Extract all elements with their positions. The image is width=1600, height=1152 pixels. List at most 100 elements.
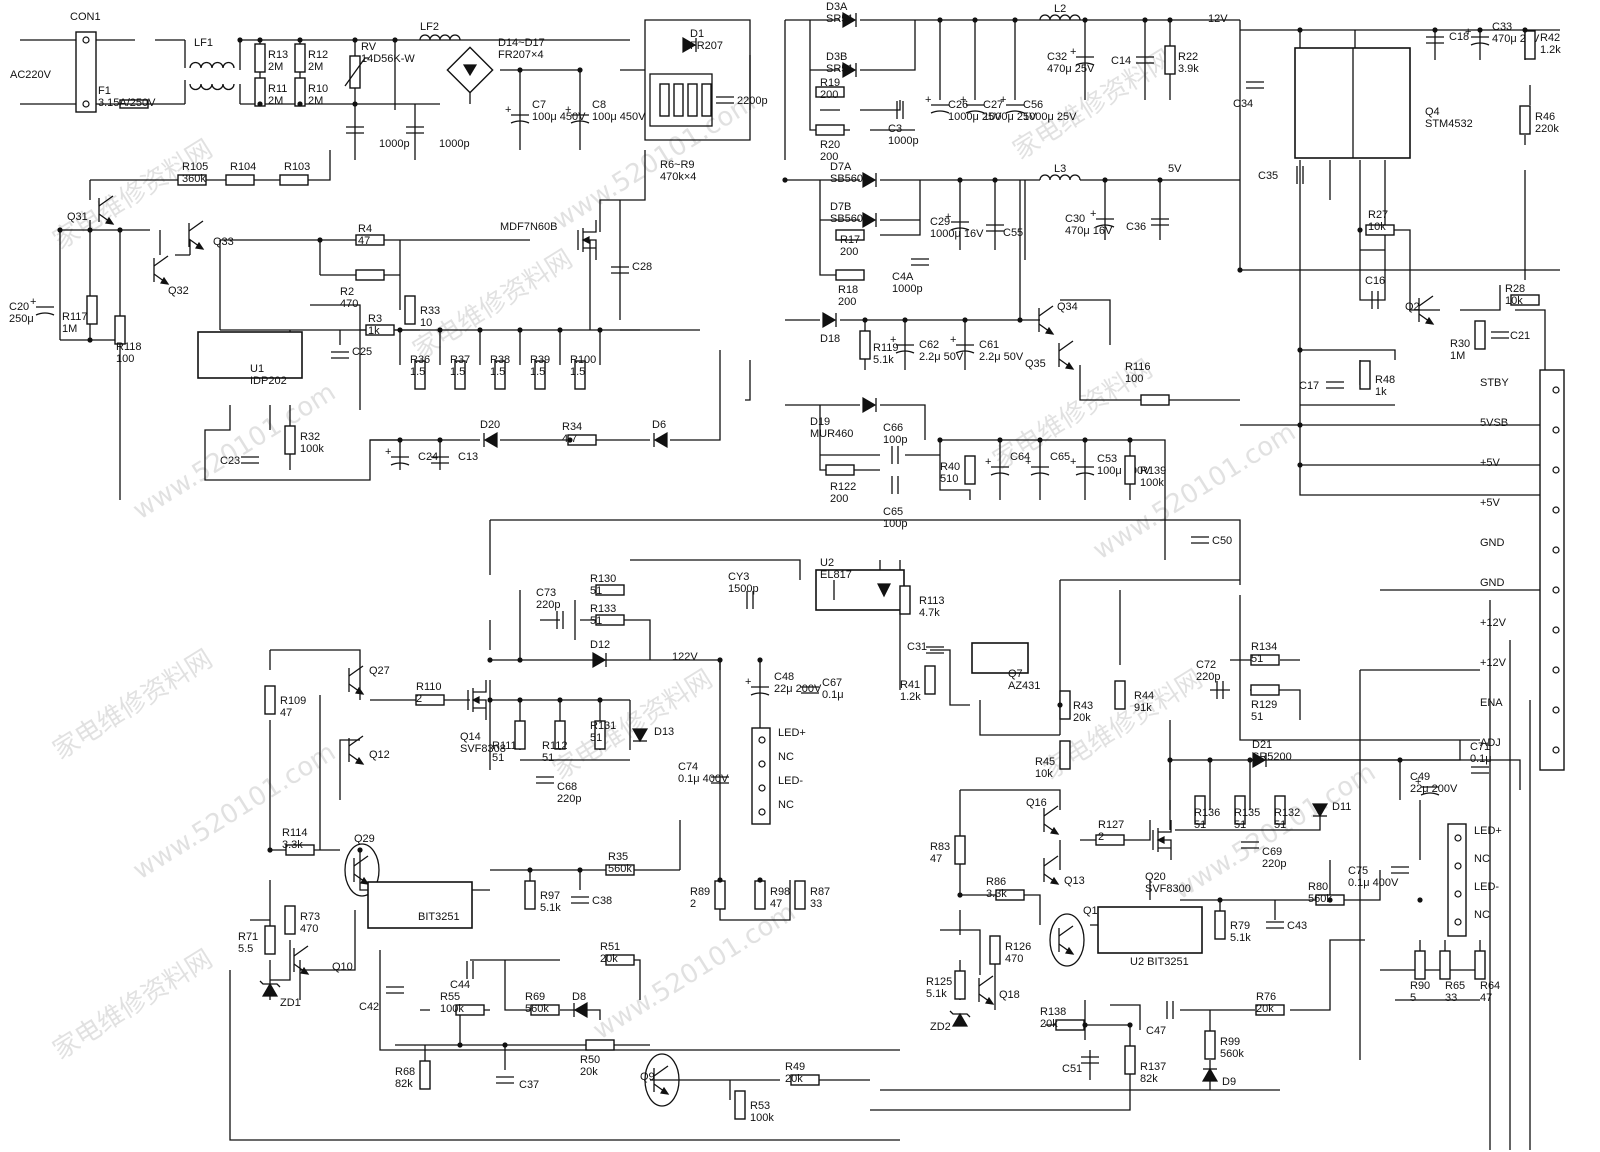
component-c50: C50 bbox=[1191, 535, 1232, 547]
highlight-ellipse bbox=[1049, 913, 1085, 967]
resistor-symbol bbox=[177, 174, 207, 186]
component-c21: C21 bbox=[1491, 330, 1530, 342]
component-ref: R49 bbox=[785, 1061, 805, 1073]
component-ref: R36 bbox=[410, 354, 430, 366]
resistor-symbol bbox=[285, 844, 315, 856]
component-ref: R104 bbox=[230, 161, 256, 173]
component-cx1: 1000p bbox=[346, 126, 410, 150]
component-ref: D19 bbox=[810, 416, 830, 428]
diode-symbol bbox=[1311, 803, 1329, 818]
component-ref: C66 bbox=[883, 422, 903, 434]
component-value: 5 bbox=[1410, 992, 1416, 1004]
capacitor-plate-curved bbox=[990, 472, 1010, 476]
capacitor-plate-curved bbox=[955, 350, 975, 354]
component-ref: R79 bbox=[1230, 920, 1250, 932]
component-q16: Q16 bbox=[1026, 797, 1060, 835]
resistor-symbol bbox=[835, 229, 865, 241]
transistor-collector bbox=[653, 1065, 669, 1077]
choke-winding bbox=[189, 61, 235, 69]
polarity-plus: + bbox=[960, 94, 966, 106]
resistor-symbol bbox=[1255, 1004, 1285, 1016]
junction-dot bbox=[527, 867, 533, 873]
component-value: 100p bbox=[883, 518, 907, 530]
component-ref: D11 bbox=[1332, 801, 1351, 813]
component-value: 200 bbox=[838, 296, 856, 308]
diode-symbol bbox=[1201, 1067, 1219, 1082]
component-ref: R131 bbox=[590, 720, 616, 732]
component-ref: R30 bbox=[1450, 338, 1470, 350]
component-value: EL817 bbox=[820, 569, 852, 581]
component-value: 22μ 200V bbox=[774, 683, 822, 695]
junction-dot bbox=[517, 67, 523, 73]
component-value: 5.1k bbox=[540, 902, 561, 914]
component-value: 47 bbox=[280, 707, 292, 719]
component-value: 51 bbox=[1251, 653, 1263, 665]
header-pin bbox=[758, 760, 766, 768]
component-ref: R100 bbox=[570, 354, 596, 366]
component-value: 4.7k bbox=[919, 607, 940, 619]
resistor-symbol bbox=[1250, 684, 1280, 696]
junction-dot bbox=[567, 437, 573, 443]
component-value: 10 bbox=[420, 317, 432, 329]
junction-dot bbox=[517, 657, 523, 663]
junction-dot bbox=[1247, 757, 1253, 763]
header-pin bbox=[1454, 862, 1462, 870]
component-ref: R71 bbox=[238, 931, 258, 943]
capacitor-plate-curved bbox=[1095, 224, 1115, 228]
transistor-arrow bbox=[1045, 326, 1055, 335]
component-ref: Q27 bbox=[369, 665, 390, 677]
component-value: 20k bbox=[600, 953, 618, 965]
component-c51: C51 bbox=[1062, 1056, 1099, 1075]
zener-symbol bbox=[951, 1012, 969, 1027]
resistor-symbol bbox=[514, 720, 526, 750]
polarity-plus: + bbox=[1070, 46, 1076, 58]
component-ref: L2 bbox=[1054, 3, 1066, 15]
component-ref: C17 bbox=[1299, 380, 1319, 392]
component-ref: C49 bbox=[1410, 771, 1430, 783]
junction-dot bbox=[437, 437, 443, 443]
component-r103: R103 bbox=[279, 161, 310, 186]
junction-dot bbox=[267, 847, 273, 853]
resistor-bank-frame bbox=[649, 73, 713, 127]
component-value: 1000μ 16V bbox=[930, 228, 984, 240]
resistor-symbol bbox=[989, 935, 1001, 965]
component-value: MUR460 bbox=[810, 428, 853, 440]
component-value: 51 bbox=[590, 585, 602, 597]
component-c65: +C65 bbox=[1025, 451, 1070, 476]
resistor-symbol bbox=[1204, 1030, 1216, 1060]
component-ref: R33 bbox=[420, 305, 440, 317]
resistor-symbol bbox=[859, 330, 871, 360]
component-ref: D6 bbox=[652, 419, 666, 431]
transistor-arrow bbox=[985, 996, 995, 1005]
component-ref: R138 bbox=[1040, 1006, 1066, 1018]
component-lf1: LF1 bbox=[189, 37, 235, 91]
component-ref: C67 bbox=[822, 677, 842, 689]
component-ref: C56 bbox=[1023, 99, 1043, 111]
resistor-symbol bbox=[554, 720, 566, 750]
component-ref: R32 bbox=[300, 431, 320, 443]
resistor-symbol bbox=[534, 360, 546, 390]
component-ref: BIT3251 bbox=[418, 911, 460, 923]
resistor-symbol bbox=[264, 925, 276, 955]
component-value: 1.2k bbox=[900, 691, 921, 703]
zener-symbol bbox=[261, 982, 279, 997]
component-value: 100k bbox=[440, 1003, 464, 1015]
component-ref: RV bbox=[361, 41, 377, 53]
component-value: 1.2k bbox=[1540, 44, 1561, 56]
